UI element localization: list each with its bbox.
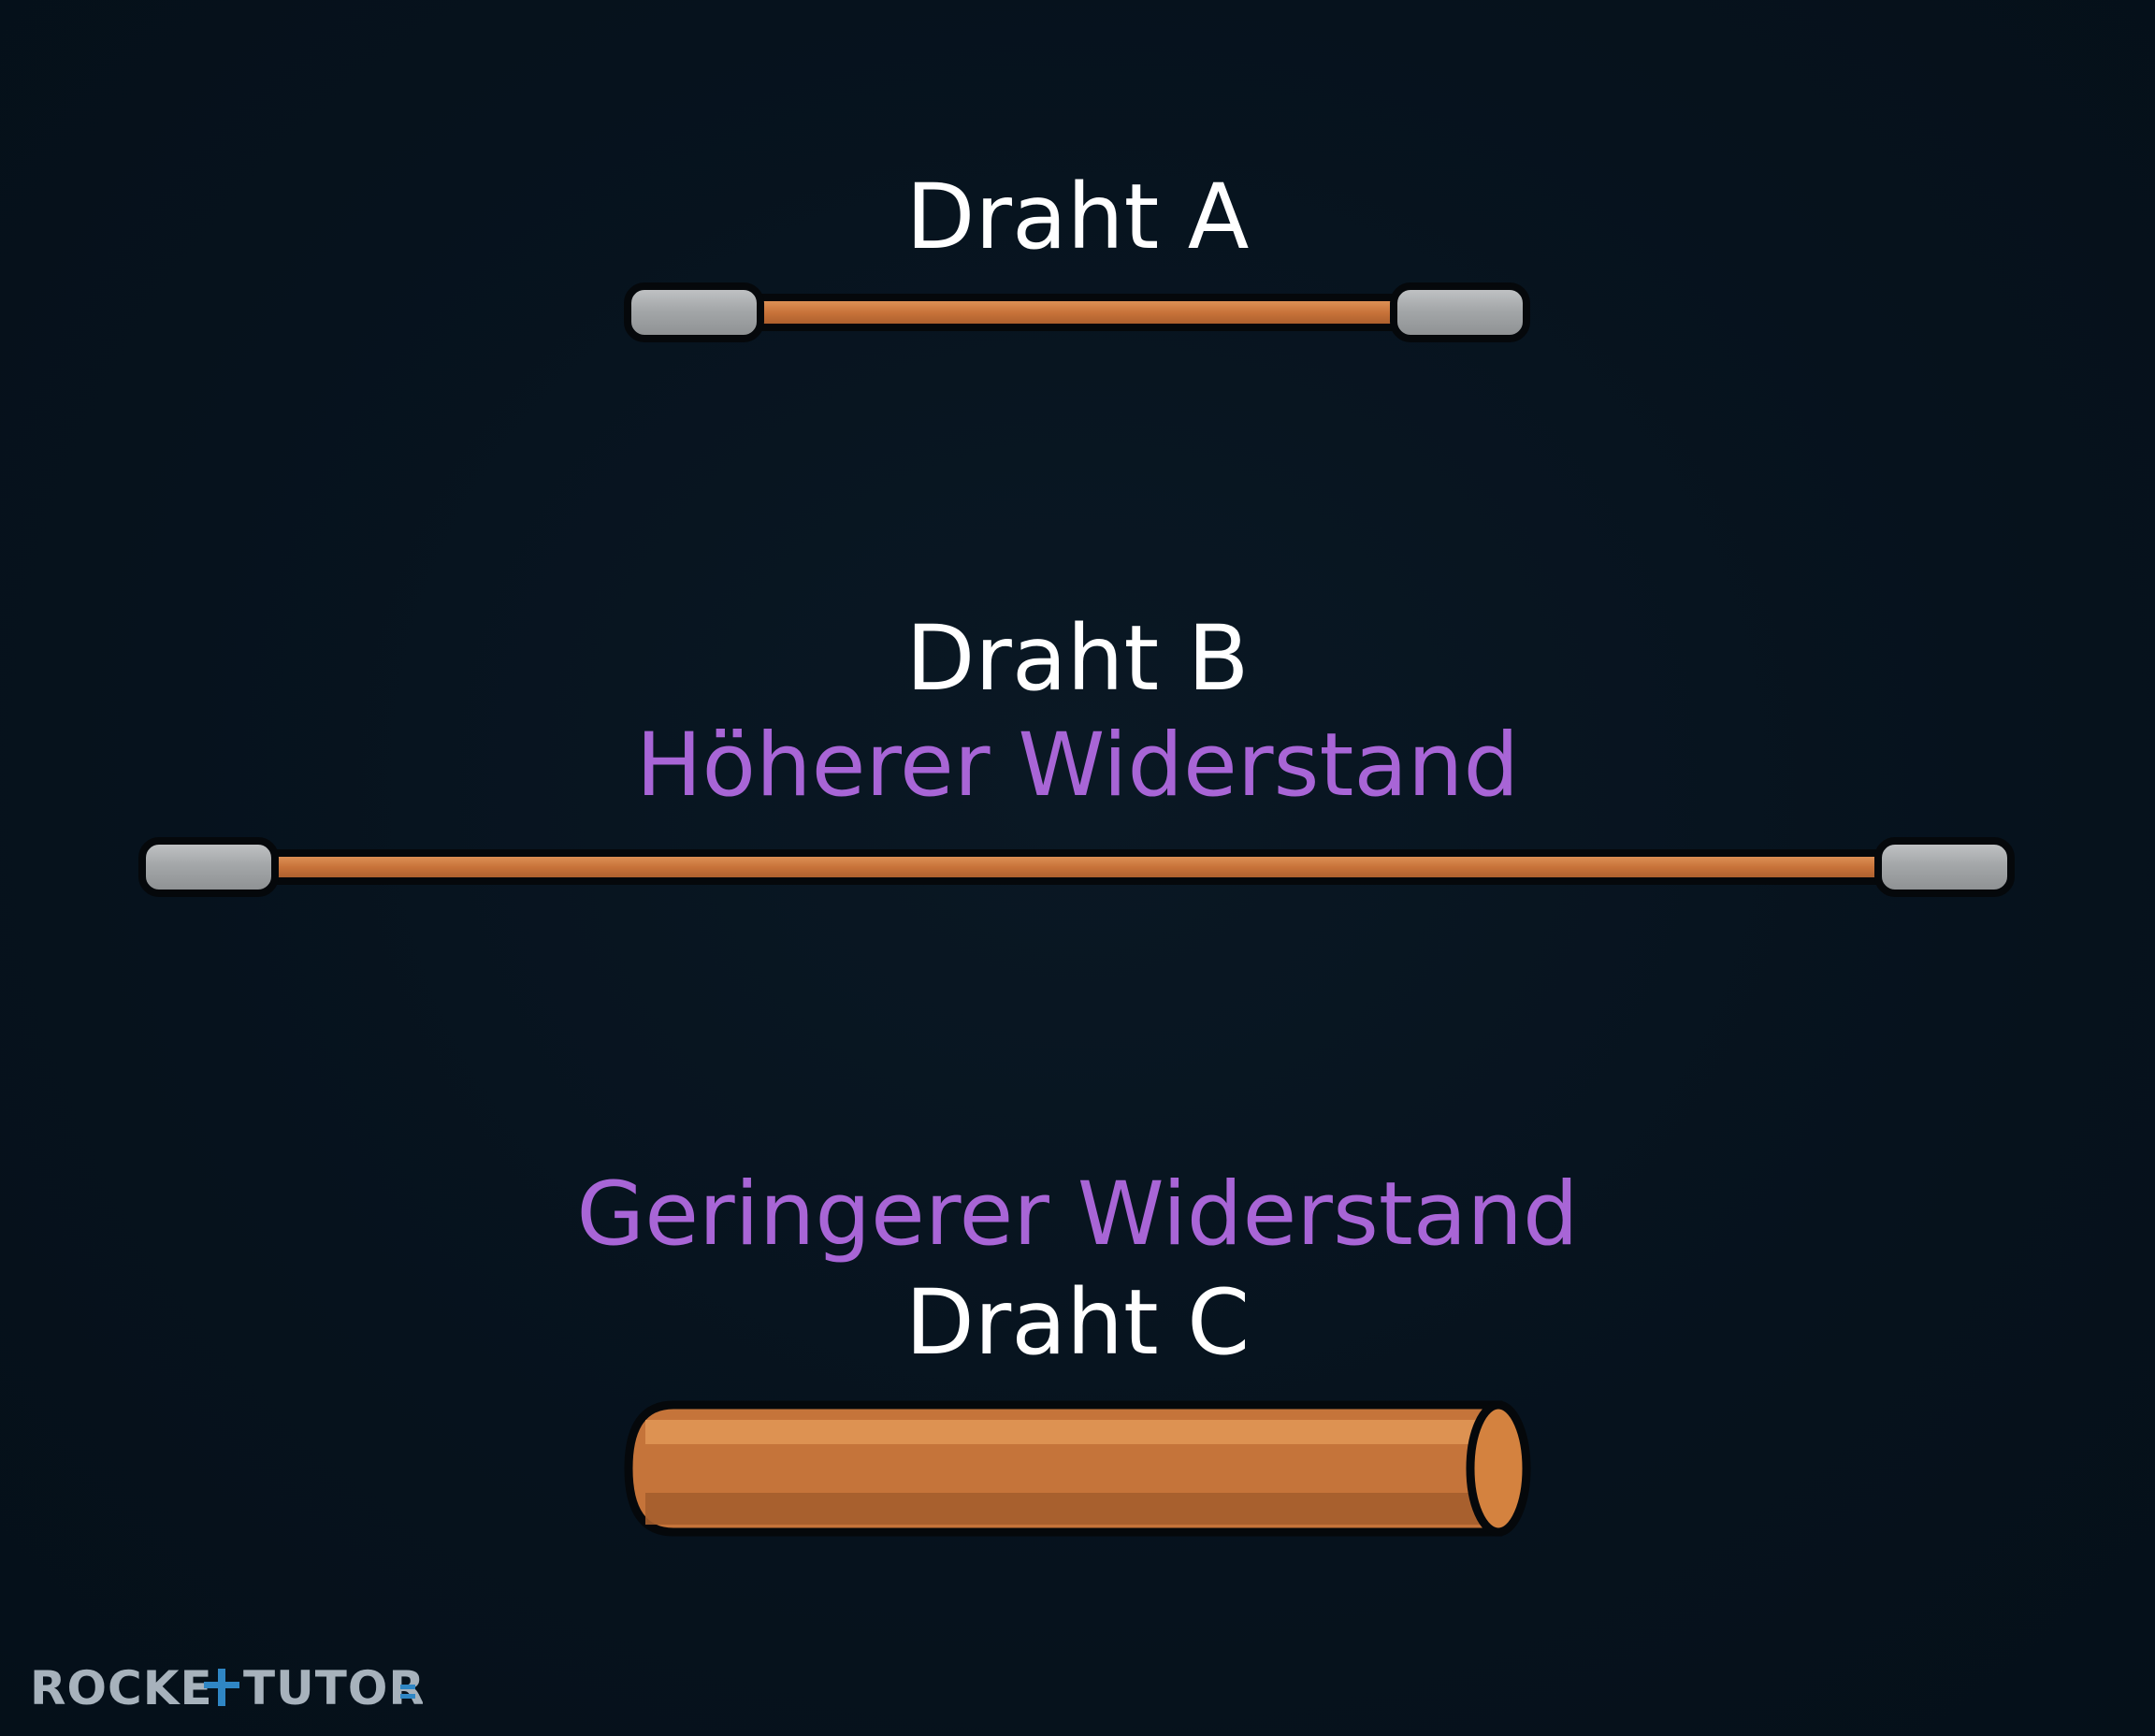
rockettutor-logo: ROCKE TUTOR	[30, 1659, 425, 1727]
wire-c-label: Draht C	[904, 1270, 1251, 1375]
wire-b-left-connector	[138, 837, 279, 897]
svg-text:TUTOR: TUTOR	[243, 1661, 423, 1715]
wire-b	[138, 837, 2015, 897]
wire-c-resistance-note: Geringerer Widerstand	[576, 1164, 1579, 1266]
wire-c-shadow	[645, 1493, 1487, 1525]
logo-wordmark: ROCKE TUTOR	[30, 1661, 425, 1715]
wire-a-copper	[735, 294, 1418, 331]
wire-a-right-connector	[1390, 282, 1530, 342]
svg-text:ROCKE: ROCKE	[30, 1661, 213, 1715]
wire-c	[624, 1400, 1531, 1537]
wire-c-highlight	[645, 1420, 1487, 1444]
wire-b-right-connector	[1874, 837, 2015, 897]
wire-a	[624, 282, 1530, 342]
wire-a-label: Draht A	[905, 165, 1250, 269]
wire-b-resistance-note: Höherer Widerstand	[635, 715, 1520, 817]
wire-b-label: Draht B	[905, 606, 1250, 711]
wire-c-end-face	[1466, 1400, 1531, 1537]
wire-a-left-connector	[624, 282, 764, 342]
wire-b-copper	[251, 849, 1904, 885]
